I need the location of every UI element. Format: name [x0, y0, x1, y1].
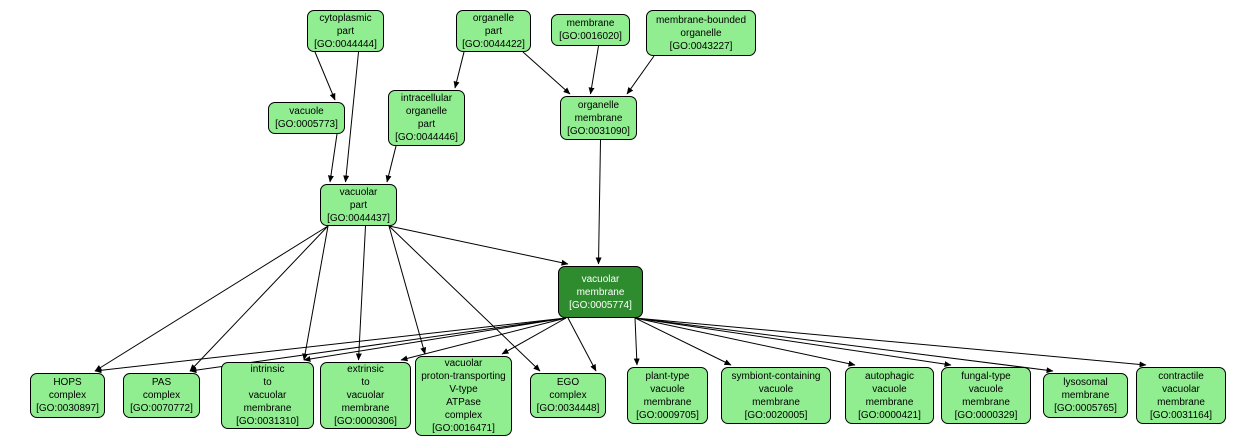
go-node-symbiont-containing-vacuole-membrane[interactable]: symbiont-containing vacuole membrane [GO…	[721, 367, 831, 424]
go-term-name: vacuolar part	[339, 186, 378, 211]
edge-intracellular_organelle_part-to-vacuolar_part	[385, 145, 397, 183]
go-term-id: [GO:0030897]	[36, 403, 99, 414]
go-term-id: [GO:0044446]	[395, 132, 458, 143]
go-term-name: organelle membrane	[574, 99, 623, 124]
go-term-name: contractile vacuolar membrane	[1157, 370, 1205, 408]
edge-vacuolar_part-to-pas_complex	[189, 225, 329, 372]
go-node-fungal-type-vacuole-membrane[interactable]: fungal-type vacuole membrane [GO:0000329…	[941, 367, 1031, 424]
go-term-id: [GO:0044444]	[314, 38, 377, 50]
go-node-lysosomal-membrane[interactable]: lysosomal membrane [GO:0005765]	[1043, 373, 1128, 418]
go-node-vacuolar-membrane-focus[interactable]: vacuolar membrane [GO:0005774]	[558, 266, 643, 318]
edge-vacuolar_membrane-to-vacuolar_proton_transporting_atpase_complex	[501, 317, 567, 355]
go-node-vacuole[interactable]: vacuole [GO:0005773]	[268, 102, 345, 134]
edge-organelle_part-to-organelle_membrane	[522, 51, 571, 95]
go-term-name: vacuole	[289, 106, 324, 117]
go-node-membrane-bounded-organelle[interactable]: membrane-bounded organelle [GO:0043227]	[646, 10, 756, 56]
edge-vacuolar_part-to-hops_complex	[94, 225, 329, 372]
go-term-id: [GO:0016020]	[559, 31, 622, 42]
go-node-cytoplasmic-part[interactable]: cytoplasmic part [GO:0044444]	[307, 10, 384, 52]
go-term-name: plant-type vacuole membrane	[643, 370, 692, 408]
go-term-name: cytoplasmic part	[319, 12, 372, 37]
edge-vacuolar_part-to-extrinsic_to_vacuolar_membrane	[355, 225, 366, 361]
go-node-ego-complex[interactable]: EGO complex [GO:0034448]	[530, 373, 606, 418]
edge-vacuolar_membrane-to-fungal_type_vacuole_membrane	[634, 317, 952, 368]
go-term-id: [GO:0044422]	[462, 38, 525, 50]
go-node-intrinsic-to-vacuolar-membrane[interactable]: intrinsic to vacuolar membrane [GO:00313…	[221, 362, 314, 429]
go-term-id: [GO:0043227]	[669, 40, 733, 52]
go-node-intracellular-organelle-part[interactable]: intracellular organelle part [GO:0044446…	[388, 90, 465, 146]
go-term-name: fungal-type vacuole membrane	[961, 370, 1011, 408]
go-term-id: [GO:0070772]	[130, 403, 193, 414]
go-term-id: [GO:0034448]	[536, 403, 600, 414]
go-term-id: [GO:0005774]	[569, 299, 632, 311]
go-node-pas-complex[interactable]: PAS complex [GO:0070772]	[123, 373, 200, 418]
edge-cytoplasmic_part-to-vacuole	[314, 51, 336, 101]
go-term-id: [GO:0031164]	[1149, 409, 1213, 421]
go-term-name: HOPS complex	[48, 377, 87, 401]
go-node-autophagic-vacuole-membrane[interactable]: autophagic vacuole membrane [GO:0000421]	[845, 367, 934, 424]
edge-organelle_part-to-intracellular_organelle_part	[453, 51, 465, 89]
go-term-name: intracellular organelle part	[400, 93, 453, 130]
edge-vacuolar_membrane-to-autophagic_vacuole_membrane	[634, 317, 856, 367]
go-term-id: [GO:0000306]	[334, 416, 397, 427]
go-term-name: membrane	[566, 18, 615, 29]
edge-vacuolar_membrane-to-lysosomal_membrane	[634, 317, 1054, 374]
go-node-hops-complex[interactable]: HOPS complex [GO:0030897]	[30, 373, 105, 418]
go-node-membrane[interactable]: membrane [GO:0016020]	[551, 14, 630, 46]
edge-vacuolar_membrane-to-intrinsic_to_vacuolar_membrane	[303, 317, 567, 362]
go-term-id: [GO:0000421]	[858, 409, 921, 421]
go-term-id: [GO:0031090]	[567, 125, 630, 137]
go-term-name: EGO complex	[549, 377, 587, 401]
edge-cytoplasmic_part-to-vacuolar_part	[343, 51, 359, 183]
go-term-name: extrinsic to vacuolar membrane	[341, 364, 390, 414]
go-node-contractile-vacuolar-membrane[interactable]: contractile vacuolar membrane [GO:003116…	[1136, 367, 1226, 424]
go-term-name: vacuolar proton-transporting V-type ATPa…	[421, 358, 506, 421]
go-term-name: vacuolar membrane	[576, 273, 625, 298]
edge-vacuolar_part-to-vacuolar_membrane	[388, 225, 569, 266]
go-term-name: autophagic vacuole membrane	[865, 370, 914, 408]
go-term-name: intrinsic to vacuolar membrane	[243, 364, 292, 414]
edge-vacuolar_membrane-to-hops_complex	[94, 317, 567, 374]
go-term-id: [GO:0000329]	[954, 409, 1018, 421]
go-term-id: [GO:0044437]	[327, 212, 390, 224]
go-node-organelle-part[interactable]: organelle part [GO:0044422]	[456, 10, 531, 52]
go-node-vacuolar-proton-transporting-atpase-complex[interactable]: vacuolar proton-transporting V-type ATPa…	[415, 356, 512, 436]
edge-membrane_bounded_organelle-to-organelle_membrane	[626, 55, 655, 95]
edge-vacuolar_part-to-ego_complex	[388, 225, 541, 372]
go-term-id: [GO:0016471]	[432, 423, 495, 434]
go-term-name: symbiont-containing vacuole membrane	[731, 370, 821, 408]
go-term-name: organelle part	[472, 12, 515, 37]
edge-vacuolar_membrane-to-contractile_vacuolar_membrane	[634, 317, 1147, 368]
edge-membrane-to-organelle_membrane	[588, 45, 599, 95]
edge-vacuolar_membrane-to-symbiont_containing_vacuole_membrane	[634, 317, 732, 366]
edge-vacuole-to-vacuolar_part	[327, 133, 338, 183]
go-node-vacuolar-part[interactable]: vacuolar part [GO:0044437]	[320, 184, 397, 226]
go-node-extrinsic-to-vacuolar-membrane[interactable]: extrinsic to vacuolar membrane [GO:00003…	[320, 362, 411, 429]
go-term-id: [GO:0020005]	[744, 409, 808, 421]
edge-vacuolar_membrane-to-extrinsic_to_vacuolar_membrane	[400, 317, 567, 362]
go-term-name: PAS complex	[142, 377, 181, 401]
go-term-name: lysosomal membrane	[1061, 377, 1110, 401]
go-term-name: membrane-bounded organelle	[655, 14, 747, 39]
edge-vacuolar_part-to-vacuolar_proton_transporting_atpase_complex	[388, 225, 427, 355]
edge-vacuolar_part-to-intrinsic_to_vacuolar_membrane	[302, 225, 329, 361]
go-term-id: [GO:0009705]	[636, 409, 699, 421]
edge-vacuolar_membrane-to-ego_complex	[567, 317, 597, 372]
go-term-id: [GO:0031310]	[236, 416, 299, 427]
edge-organelle_membrane-to-vacuolar_membrane	[595, 139, 602, 265]
edge-vacuolar_membrane-to-plant_type_vacuole_membrane	[633, 317, 640, 366]
go-term-id: [GO:0005773]	[275, 119, 338, 130]
go-term-id: [GO:0005765]	[1054, 403, 1117, 414]
go-node-plant-type-vacuole-membrane[interactable]: plant-type vacuole membrane [GO:0009705]	[627, 367, 708, 424]
go-node-organelle-membrane[interactable]: organelle membrane [GO:0031090]	[560, 96, 637, 140]
